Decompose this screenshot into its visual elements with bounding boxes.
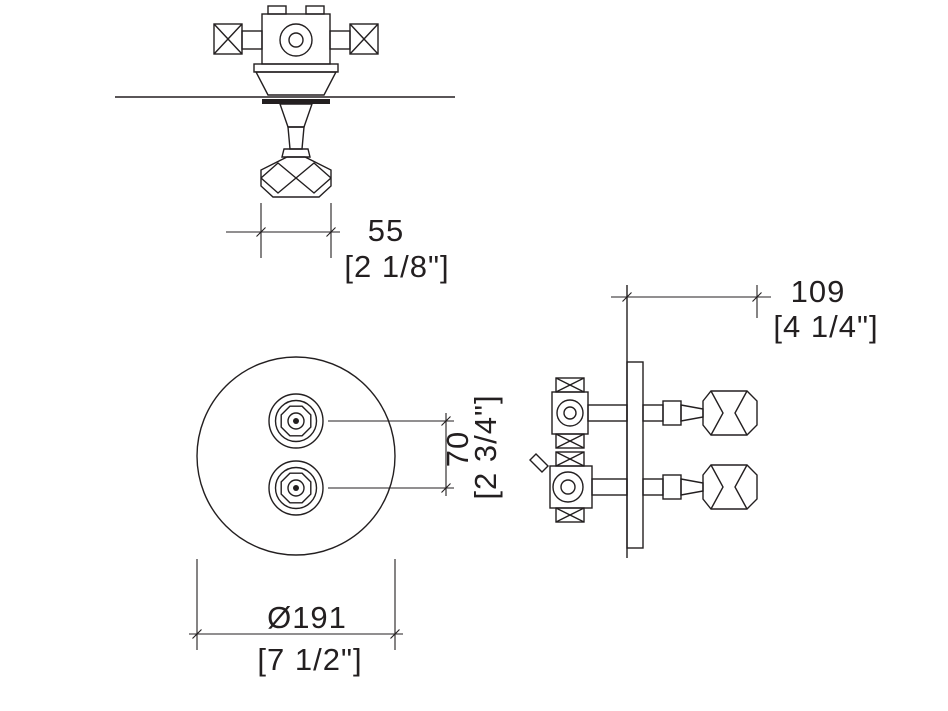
handle-lower-front [268,460,324,516]
dim-55-imperial: [2 1/8"] [344,249,449,284]
dimension-55: 55 [2 1/8"] [226,203,449,284]
dim-70-metric: 70 [440,431,475,467]
handle-upper-front [268,393,324,449]
side-view [529,285,758,558]
dim-55-metric: 55 [368,213,404,248]
faceplate-edge-side [626,361,644,549]
front-view [196,356,396,556]
handle-lower-side [642,464,758,510]
dimension-70: 70 [2 3/4"] [328,394,503,500]
dim-191-metric: Ø191 [267,600,347,635]
valve-lower-side [529,451,628,523]
dim-70-imperial: [2 3/4"] [468,394,503,499]
valve-body-top [213,5,379,96]
escutcheon-edge-top [262,99,330,104]
dimension-191: Ø191 [7 1/2"] [189,559,403,677]
top-view [115,5,455,198]
faceplate-circle [196,356,396,556]
dim-109-metric: 109 [791,274,846,309]
handle-knob-top [260,103,332,198]
dim-109-imperial: [4 1/4"] [773,309,878,344]
valve-upper-side [551,377,628,449]
dim-191-imperial: [7 1/2"] [257,642,362,677]
handle-upper-side [642,390,758,436]
dimension-109: 109 [4 1/4"] [611,274,878,344]
